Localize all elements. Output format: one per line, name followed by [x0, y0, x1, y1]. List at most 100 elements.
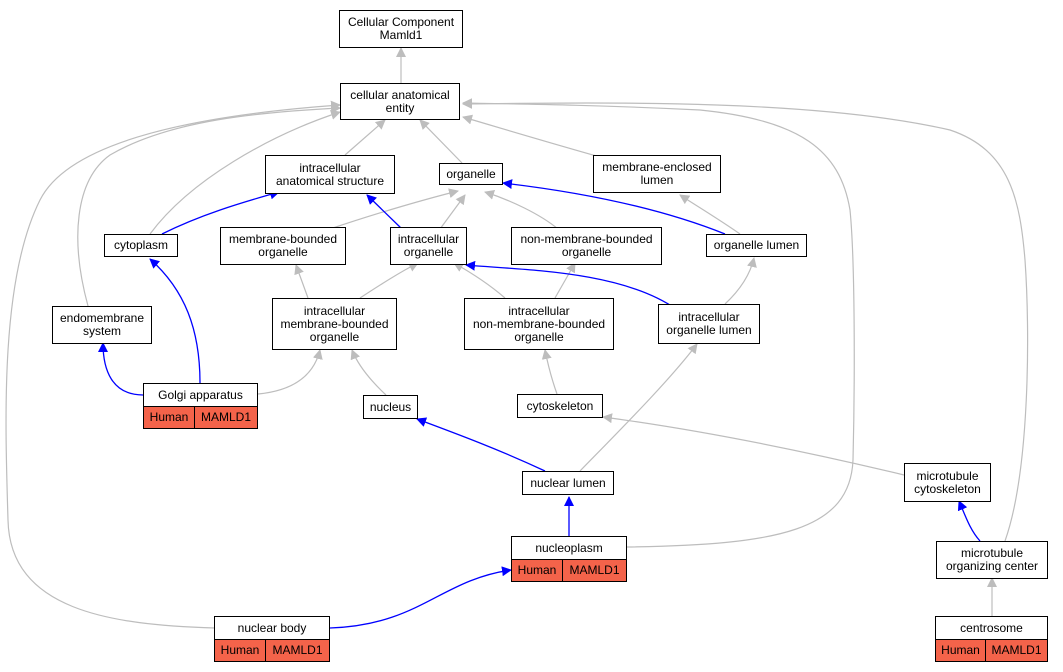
- node-nucleoplasm[interactable]: nucleoplasm: [511, 536, 627, 560]
- node-label: microtubule: [916, 468, 979, 483]
- edge-inmbo-to-io: [453, 262, 506, 299]
- node-label: intracellular: [299, 160, 361, 175]
- edge-inmbo-to-nmbo: [554, 262, 576, 299]
- node-label: membrane-bounded: [228, 232, 338, 246]
- node-organelle[interactable]: organelle: [439, 163, 503, 185]
- node-label: microtubule: [960, 546, 1024, 560]
- edge-endomembrane-to-cae: [77, 103, 341, 307]
- edge-nucleus-to-imbo: [350, 349, 387, 396]
- edge-iol-to-ol: [724, 257, 757, 305]
- node-nuclear-body[interactable]: nuclear body: [214, 616, 330, 640]
- is-a-edges: [5, 47, 1029, 629]
- node-label: lumen: [640, 173, 674, 187]
- edge-nmbo-to-organelle: [484, 189, 559, 230]
- node-label: cellular anatomical: [350, 87, 450, 102]
- node-label: cytoplasm: [113, 238, 169, 252]
- node-label: cytoskeleton: [526, 398, 594, 413]
- edge-golgi-partof-endomembrane: [98, 342, 144, 396]
- node-cytoskeleton[interactable]: cytoskeleton: [517, 394, 603, 418]
- node-label: intracellular: [678, 310, 740, 324]
- edge-cytoplasm-to-cae: [149, 110, 341, 235]
- annotation-species: Human: [214, 639, 266, 662]
- annotation-gene: MAMLD1: [194, 406, 258, 429]
- edge-io-to-organelle: [439, 194, 466, 230]
- edge-golgi-to-imbo: [257, 349, 323, 395]
- node-golgi-apparatus[interactable]: Golgi apparatus: [143, 383, 258, 407]
- node-label: nucleus: [369, 399, 412, 414]
- node-label: intracellular: [303, 303, 366, 318]
- node-label: organizing center: [945, 559, 1039, 573]
- node-label: organelle lumen: [666, 323, 752, 337]
- node-label: endomembrane: [59, 311, 145, 325]
- annotation-species: Human: [511, 559, 563, 582]
- edge-organelle-to-cae: [419, 119, 463, 164]
- edge-iol-partof-io: [465, 260, 677, 310]
- edge-ias-to-cae: [344, 119, 386, 156]
- edge-mbo-to-organelle: [329, 188, 459, 230]
- node-label: organelle: [514, 329, 564, 344]
- node-label: organelle: [309, 329, 360, 344]
- annotation-gene: MAMLD1: [985, 639, 1048, 662]
- node-label: anatomical structure: [275, 173, 385, 188]
- edge-mtcyto-to-cytoskeleton: [602, 413, 905, 476]
- part-of-edges: [98, 179, 981, 629]
- annotation-species: Human: [935, 639, 986, 662]
- node-label: organelle: [446, 166, 496, 181]
- node-label: membrane-enclosed: [602, 160, 712, 174]
- edge-mtoc-to-cae: [462, 98, 1029, 542]
- edge-imbo-to-io: [359, 262, 419, 299]
- node-label: intracellular: [508, 303, 570, 318]
- node-label: nucleoplasm: [535, 540, 603, 555]
- node-label: non-membrane-bounded: [520, 232, 653, 246]
- node-label: organelle lumen: [713, 238, 800, 252]
- node-label: intracellular: [397, 232, 460, 246]
- node-cytoplasm[interactable]: cytoplasm: [104, 234, 178, 257]
- edge-nuclearlumen-partof-nucleus: [416, 417, 546, 472]
- node-label: system: [82, 324, 121, 338]
- edge-io-partof-ias: [366, 194, 403, 230]
- node-label: nuclear lumen: [530, 475, 606, 490]
- edge-nuclearbody-partof-nucleoplasm: [329, 566, 512, 629]
- node-label: entity: [385, 100, 415, 115]
- node-label: Golgi apparatus: [158, 387, 243, 402]
- node-centrosome[interactable]: centrosome: [935, 616, 1048, 640]
- node-label: cytoskeleton: [914, 481, 981, 496]
- edge-mel-to-cae: [462, 114, 601, 158]
- edge-cytoskeleton-to-inmbo: [541, 349, 558, 395]
- node-organelle-lumen[interactable]: organelle lumen: [706, 234, 807, 257]
- edge-ol-partof-organelle: [502, 179, 726, 235]
- node-label: organelle: [561, 245, 612, 259]
- annotation-species: Human: [143, 406, 195, 429]
- edge-ol-to-mel: [679, 194, 741, 235]
- node-label: membrane-bounded: [280, 316, 389, 331]
- node-label: centrosome: [960, 620, 1023, 635]
- edge-golgi-partof-cytoplasm: [149, 258, 201, 384]
- node-nucleus[interactable]: nucleus: [363, 395, 418, 419]
- edge-mtoc-partof-mtcyto: [957, 500, 981, 542]
- annotation-gene: MAMLD1: [562, 559, 627, 582]
- annotation-gene: MAMLD1: [265, 639, 330, 662]
- edge-nucleoplasm-to-cae: [462, 98, 855, 548]
- node-label: non-membrane-bounded: [472, 316, 606, 331]
- edge-nuclearbody-to-cae: [5, 100, 341, 629]
- edge-cytoplasm-partof-ias: [161, 189, 280, 235]
- node-nuclear-lumen[interactable]: nuclear lumen: [522, 471, 614, 495]
- edge-imbo-to-mbo: [294, 264, 309, 299]
- node-label: Cellular Component: [347, 15, 455, 29]
- node-label: organelle: [258, 245, 308, 259]
- node-label: nuclear body: [237, 620, 307, 635]
- edge-nuclearlumen-to-iol: [579, 343, 698, 472]
